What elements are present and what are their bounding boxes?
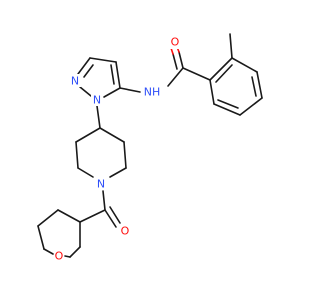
amide-nh: NH xyxy=(141,84,163,99)
bond-pip-5 xyxy=(75,141,79,169)
carbonyl-oxygen-top: O xyxy=(169,36,181,49)
molecule-diagram: O NH N N N O xyxy=(37,33,263,263)
bond-oxo-5 xyxy=(69,246,81,258)
bond-benzene-1 xyxy=(231,57,258,73)
bond-benzene-4-inner xyxy=(217,99,239,109)
bond-pip-1 xyxy=(99,127,125,143)
bond-pyr-n2-n1 xyxy=(79,86,92,97)
atom-nh-amide: NH xyxy=(144,86,161,99)
bond-co-bottom-b xyxy=(109,206,121,224)
atom-o-carbonyl-bottom: O xyxy=(121,225,130,238)
pyrazole-n1: N xyxy=(91,93,103,107)
bond-co-top-b xyxy=(172,53,178,70)
bond-co-top-a xyxy=(178,51,184,69)
bond-pip-3 xyxy=(109,167,127,178)
bonds xyxy=(37,33,263,258)
atom-o-carbonyl-top: O xyxy=(171,36,180,49)
bond-benzene-4 xyxy=(213,103,241,116)
bond-benzene-5 xyxy=(209,79,215,105)
bond-pip-2 xyxy=(123,141,127,169)
carbonyl-oxygen-bottom: O xyxy=(119,225,131,238)
bond-oxo-o-right xyxy=(64,255,71,258)
bond-ring-carbonyl xyxy=(182,67,211,81)
bond-methyl xyxy=(229,33,233,59)
atom-n-piperidine: N xyxy=(97,178,105,191)
bond-n1-piperidine xyxy=(96,105,101,129)
oxolane-o-bonds xyxy=(43,248,71,258)
atom-n-pyrazole-2: N xyxy=(71,75,79,88)
oxolane-oxygen: O xyxy=(53,249,65,263)
bond-acyl-oxolane xyxy=(79,209,106,223)
bond-benzene-6-inner xyxy=(215,64,233,83)
bond-oxo-3 xyxy=(37,225,45,250)
bond-benzene-2-inner xyxy=(251,76,257,97)
bond-n-acyl xyxy=(102,190,106,211)
bond-pyr-c3-n2 xyxy=(77,57,91,75)
atom-labels: O NH N N N O xyxy=(53,36,181,263)
bond-pyr-c4-c3 xyxy=(89,57,117,63)
bond-oxo-1 xyxy=(57,209,81,223)
piperidine-nitrogen: N xyxy=(95,177,107,191)
bond-oxo-2 xyxy=(37,209,59,227)
bond-benzene-2 xyxy=(256,71,263,99)
bond-pyr-c3-n2-inner xyxy=(83,64,94,78)
bond-co-bottom-a xyxy=(104,209,117,228)
bond-benzene-3 xyxy=(239,97,263,116)
atom-o-oxolane: O xyxy=(55,250,64,263)
pyrazole-n2: N xyxy=(69,74,81,88)
bond-pyr-n1-c5 xyxy=(103,87,121,98)
atom-n-pyrazole-1: N xyxy=(93,94,101,107)
structure-svg: O NH N N N O xyxy=(37,33,263,263)
bond-pyr-c5-c4 xyxy=(115,61,121,89)
bond-oxo-o-left xyxy=(43,248,54,255)
bond-carbonyl-nh xyxy=(167,67,184,87)
bond-benzene-6 xyxy=(209,57,233,81)
bond-pyr-c5-c4-inner xyxy=(110,64,115,85)
bond-pip-4 xyxy=(77,167,94,178)
bond-nh-pyrazole xyxy=(119,87,141,93)
bond-pip-6 xyxy=(75,127,101,143)
